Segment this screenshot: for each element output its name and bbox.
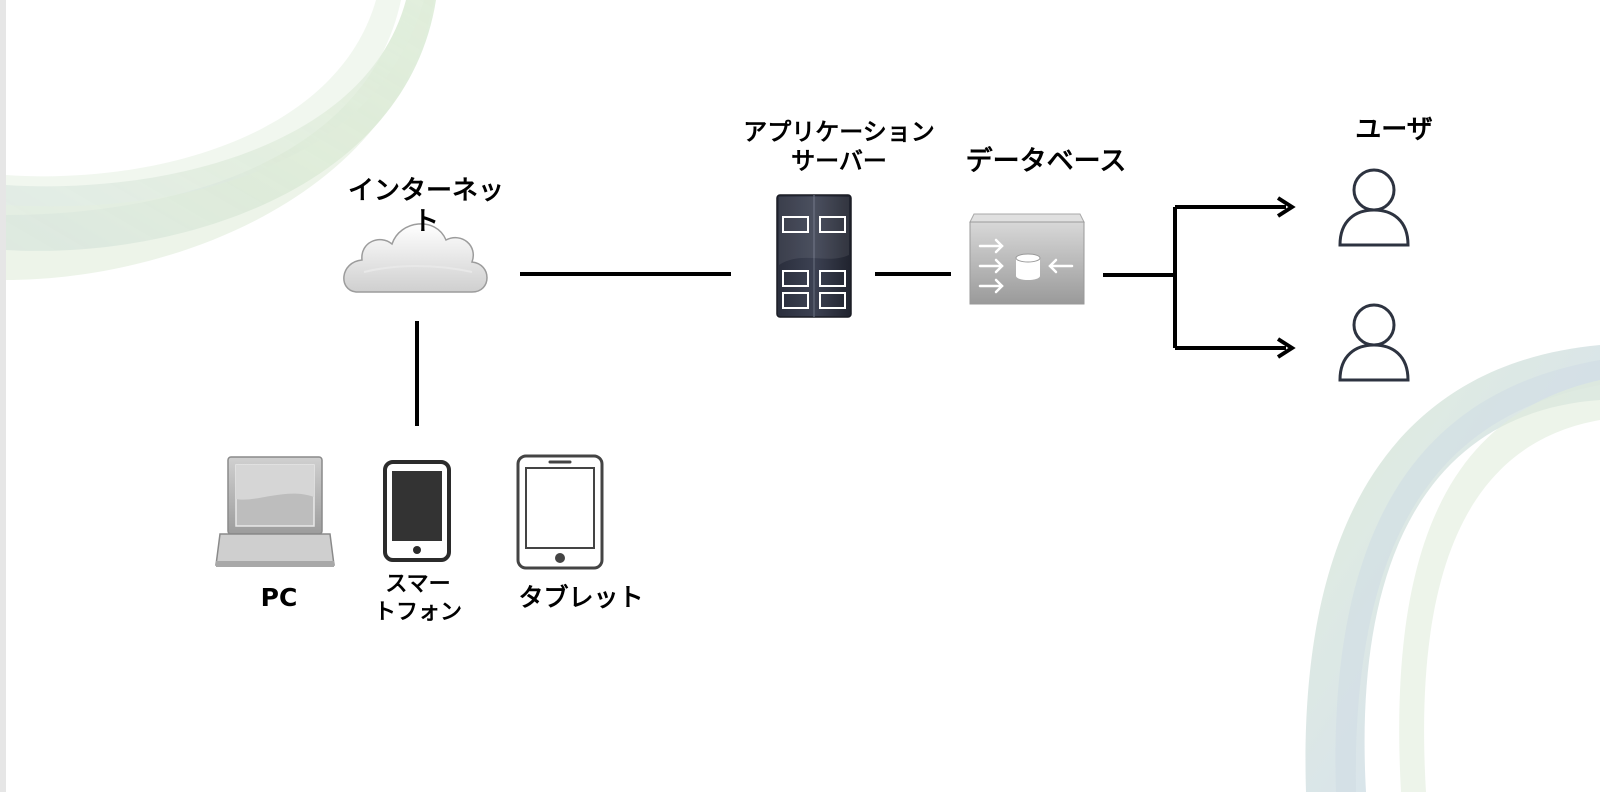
smartphone-icon xyxy=(383,460,451,562)
arrowhead-bottom xyxy=(1276,337,1296,359)
laptop-icon xyxy=(215,456,335,567)
internet-label: インターネット xyxy=(347,176,504,238)
app-server-label: アプリケーション サーバー xyxy=(743,118,935,175)
smartphone-label: スマー トフォン xyxy=(373,572,462,625)
tablet-icon xyxy=(516,454,604,570)
cloud-icon xyxy=(343,223,488,293)
database-switch-icon xyxy=(969,213,1085,305)
decor-swoosh-bottom-right xyxy=(1305,345,1600,792)
slide-canvas: インターネット アプリケーション サーバー データベース ユーザ PC スマー … xyxy=(6,0,1600,792)
user-icon xyxy=(1338,168,1410,247)
diagram-graphics xyxy=(6,0,1600,792)
user-icon xyxy=(1338,303,1410,382)
database-label: データベース xyxy=(965,146,1127,177)
tablet-label: タブレット xyxy=(518,583,644,612)
server-rack-icon xyxy=(776,194,852,318)
arrowhead-top xyxy=(1276,196,1296,218)
users-label: ユーザ xyxy=(1355,115,1433,145)
connectors xyxy=(415,196,1296,426)
window-edge xyxy=(0,0,6,792)
decor-swoosh-top-left xyxy=(6,0,436,280)
pc-label: PC xyxy=(260,583,298,612)
